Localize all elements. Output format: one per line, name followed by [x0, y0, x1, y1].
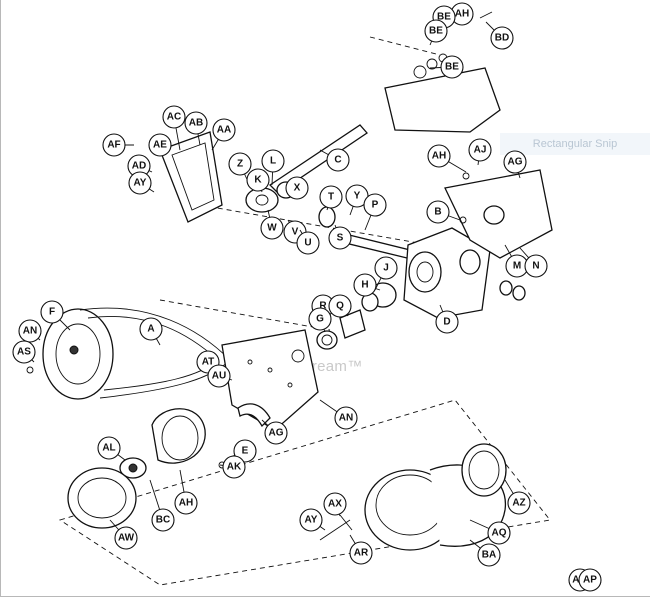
callout-label: L — [270, 156, 276, 167]
callout-label: H — [361, 280, 368, 291]
callout-ae: AE — [149, 134, 171, 156]
callout-label: AH — [432, 151, 446, 162]
callout-ah: AH — [175, 470, 197, 514]
callout-g: G — [309, 308, 331, 332]
callout-aj: AJ — [469, 139, 491, 165]
callout-ah: AH — [428, 145, 466, 172]
callout-ax: AX — [324, 493, 346, 516]
callout-p: P — [364, 194, 386, 230]
callout-label: G — [316, 314, 324, 325]
guide-line-low — [160, 300, 330, 330]
callout-x: X — [286, 177, 308, 199]
callout-label: AS — [17, 347, 31, 358]
callout-label: BE — [445, 62, 459, 73]
callout-label: AQ — [492, 528, 507, 539]
callout-label: AD — [132, 161, 146, 172]
callout-label: Y — [354, 191, 361, 202]
callout-label: N — [532, 261, 539, 272]
callout-ar: AR — [350, 535, 372, 564]
callout-s: S — [329, 225, 351, 249]
callout-label: AU — [212, 371, 226, 382]
callout-label: AK — [227, 462, 242, 473]
callout-label: F — [49, 307, 55, 318]
callout-label: Q — [336, 301, 344, 312]
middle-plate — [222, 330, 318, 430]
callout-label: AN — [23, 326, 37, 337]
callout-label: BC — [156, 515, 170, 526]
callout-label: P — [372, 200, 379, 211]
callout-ak: AK — [220, 456, 245, 478]
callout-ag: AG — [262, 420, 287, 444]
callout-label: T — [328, 192, 334, 203]
callout-be: BE — [425, 20, 447, 45]
callout-label: AG — [269, 428, 284, 439]
callout-label: AA — [217, 125, 231, 136]
callout-az: AZ — [505, 480, 530, 514]
callout-label: X — [294, 183, 301, 194]
callout-label: AC — [167, 112, 181, 123]
callout-as: AS — [13, 341, 35, 363]
callout-label: AF — [107, 140, 120, 151]
callout-ay: AY — [129, 172, 154, 194]
callout-q: Q — [329, 295, 351, 317]
callout-label: AB — [189, 118, 203, 129]
callout-label: AY — [134, 178, 147, 189]
spring-f — [317, 331, 337, 349]
callout-label: AH — [179, 498, 193, 509]
callout-label: AZ — [512, 498, 525, 509]
callout-w: W — [261, 210, 283, 239]
callout-label: W — [267, 223, 277, 234]
callout-label: BA — [482, 550, 496, 561]
callout-label: AG — [508, 157, 523, 168]
callout-label: AY — [305, 515, 318, 526]
callout-label: J — [383, 263, 389, 274]
top-bracket-plate — [385, 68, 500, 132]
callout-label: AR — [354, 548, 369, 559]
callout-aw: AW — [110, 520, 137, 549]
callout-label: K — [254, 175, 262, 186]
callout-label: B — [434, 207, 441, 218]
callout-label: A — [147, 324, 154, 335]
callout-label: Z — [237, 159, 243, 170]
callout-aa: AA — [212, 119, 235, 150]
callout-label: AT — [202, 357, 215, 368]
callout-be: BE — [430, 56, 463, 78]
callout-af: AF — [103, 134, 134, 156]
callout-al: AL — [98, 437, 125, 460]
callout-bd: BD — [486, 22, 513, 49]
callout-ap: AP — [579, 569, 601, 591]
callout-label: U — [304, 238, 311, 249]
callout-label: M — [513, 261, 521, 272]
callout-t: T — [320, 186, 342, 210]
callout-label: AN — [339, 413, 353, 424]
callout-an: AN — [320, 400, 357, 429]
callout-label: AW — [118, 533, 135, 544]
callout-label: AX — [328, 499, 342, 510]
callout-label: AL — [102, 443, 115, 454]
callout-label: E — [242, 446, 249, 457]
callout-ay: AY — [300, 509, 325, 531]
callout-label: S — [337, 233, 344, 244]
callout-bc: BC — [150, 480, 174, 531]
callout-label: AE — [153, 140, 167, 151]
callout-label: V — [292, 227, 299, 238]
callout-label: AH — [455, 9, 469, 20]
callout-k: K — [247, 169, 269, 192]
callout-label: AP — [583, 575, 597, 586]
callout-a: A — [140, 318, 162, 345]
hub — [152, 409, 205, 463]
callout-label: BE — [429, 26, 443, 37]
callout-label: BD — [495, 33, 509, 44]
callout-label: AJ — [474, 145, 487, 156]
callout-label: D — [443, 317, 450, 328]
callout-an: AN — [19, 320, 41, 342]
callout-label: C — [334, 155, 341, 166]
